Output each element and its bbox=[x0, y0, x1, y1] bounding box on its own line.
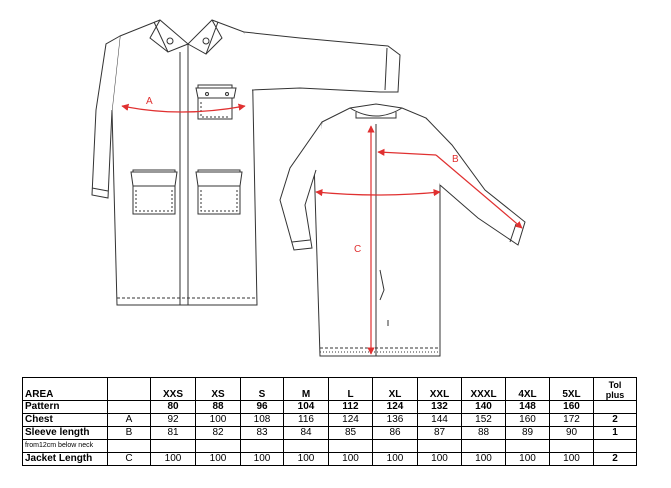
row-value: 112 bbox=[328, 400, 373, 414]
row-value bbox=[461, 439, 506, 453]
row-value: 172 bbox=[549, 413, 594, 427]
row-value bbox=[372, 439, 418, 453]
row-value: 87 bbox=[417, 426, 462, 440]
size-chart-table: AREA XXS XS S M L XL XXL XXXL 4XL 5XL To… bbox=[22, 377, 637, 466]
area-header: AREA bbox=[22, 377, 108, 401]
row-value: 152 bbox=[461, 413, 506, 427]
row-area-label: Jacket Length bbox=[22, 452, 108, 466]
row-value: 89 bbox=[505, 426, 550, 440]
row-code: A bbox=[107, 413, 151, 427]
row-value: 100 bbox=[461, 452, 506, 466]
row-value: 84 bbox=[283, 426, 329, 440]
row-tolerance bbox=[593, 400, 637, 414]
size-header-l: L bbox=[328, 377, 373, 401]
size-header-xxxl: XXXL bbox=[461, 377, 506, 401]
row-value: 108 bbox=[240, 413, 284, 427]
row-value: 148 bbox=[505, 400, 550, 414]
row-code: C bbox=[107, 452, 151, 466]
row-value: 100 bbox=[505, 452, 550, 466]
row-area-label: Chest bbox=[22, 413, 108, 427]
row-value: 124 bbox=[328, 413, 373, 427]
row-value bbox=[505, 439, 550, 453]
row-value: 92 bbox=[150, 413, 196, 427]
row-value: 96 bbox=[240, 400, 284, 414]
row-value bbox=[549, 439, 594, 453]
row-value: 100 bbox=[283, 452, 329, 466]
row-value: 124 bbox=[372, 400, 418, 414]
row-value bbox=[283, 439, 329, 453]
row-code: B bbox=[107, 426, 151, 440]
row-value: 100 bbox=[150, 452, 196, 466]
row-value: 140 bbox=[461, 400, 506, 414]
coat-diagram: A B C bbox=[91, 19, 526, 357]
label-a: A bbox=[146, 96, 153, 107]
back-view-coat-icon bbox=[279, 103, 526, 357]
row-tolerance: 2 bbox=[593, 413, 637, 427]
table-header-row: AREA XXS XS S M L XL XXL XXXL 4XL 5XL To… bbox=[22, 377, 637, 401]
label-c: C bbox=[354, 244, 361, 255]
row-tolerance: 1 bbox=[593, 426, 637, 440]
row-area-label: from12cm below neck bbox=[22, 439, 108, 453]
size-header-s: S bbox=[240, 377, 284, 401]
row-value: 100 bbox=[240, 452, 284, 466]
row-value: 116 bbox=[283, 413, 329, 427]
row-value: 81 bbox=[150, 426, 196, 440]
size-header-xl: XL bbox=[372, 377, 418, 401]
label-b: B bbox=[452, 154, 459, 165]
row-value: 85 bbox=[328, 426, 373, 440]
row-value: 100 bbox=[549, 452, 594, 466]
row-area-label: Pattern bbox=[22, 400, 108, 414]
row-value: 100 bbox=[195, 413, 241, 427]
row-value: 100 bbox=[328, 452, 373, 466]
row-value: 80 bbox=[150, 400, 196, 414]
row-value: 100 bbox=[195, 452, 241, 466]
front-view-coat-icon bbox=[91, 19, 401, 306]
row-value: 160 bbox=[549, 400, 594, 414]
size-header-5xl: 5XL bbox=[549, 377, 594, 401]
row-code bbox=[107, 400, 151, 414]
tol-label: Tol bbox=[608, 380, 622, 390]
row-value: 104 bbox=[283, 400, 329, 414]
row-value: 90 bbox=[549, 426, 594, 440]
row-value bbox=[150, 439, 196, 453]
row-value: 82 bbox=[195, 426, 241, 440]
row-value bbox=[417, 439, 462, 453]
row-value: 83 bbox=[240, 426, 284, 440]
code-header bbox=[107, 377, 151, 401]
size-header-xxl: XXL bbox=[417, 377, 462, 401]
size-header-xs: XS bbox=[195, 377, 241, 401]
size-header-4xl: 4XL bbox=[505, 377, 550, 401]
row-value: 88 bbox=[195, 400, 241, 414]
row-value bbox=[240, 439, 284, 453]
row-value: 86 bbox=[372, 426, 418, 440]
row-tolerance bbox=[593, 439, 637, 453]
row-value: 136 bbox=[372, 413, 418, 427]
row-area-label: Sleeve length bbox=[22, 426, 108, 440]
row-value bbox=[328, 439, 373, 453]
row-value: 100 bbox=[417, 452, 462, 466]
table-row: from12cm below neck bbox=[22, 439, 637, 453]
size-header-xxs: XXS bbox=[150, 377, 196, 401]
row-value: 88 bbox=[461, 426, 506, 440]
row-value: 144 bbox=[417, 413, 462, 427]
row-code bbox=[107, 439, 151, 453]
row-value bbox=[195, 439, 241, 453]
row-value: 132 bbox=[417, 400, 462, 414]
size-header-m: M bbox=[283, 377, 329, 401]
row-tolerance: 2 bbox=[593, 452, 637, 466]
plus-label: plus bbox=[605, 390, 625, 400]
row-value: 100 bbox=[372, 452, 418, 466]
row-value: 160 bbox=[505, 413, 550, 427]
